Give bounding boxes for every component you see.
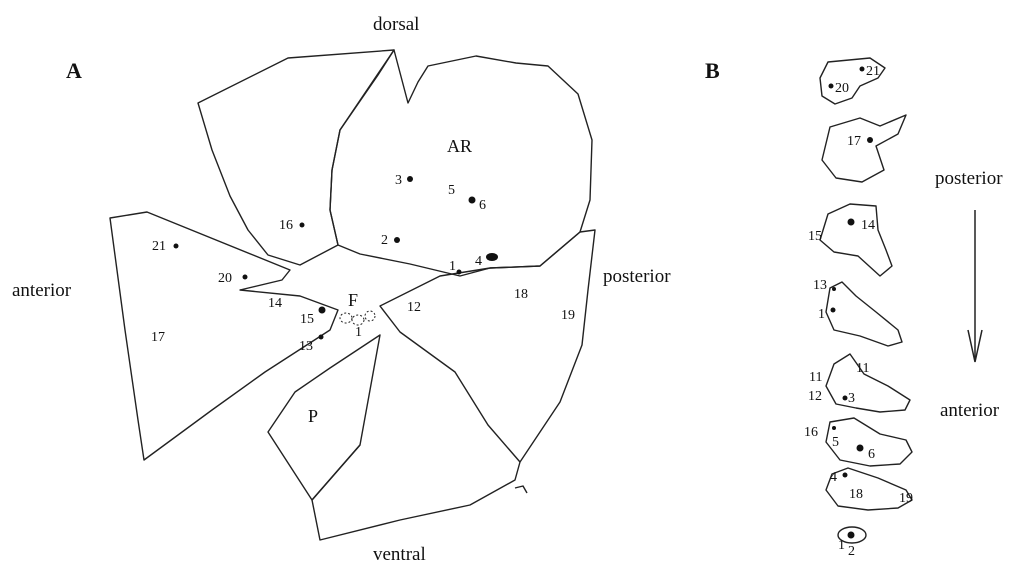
site-marker xyxy=(300,223,305,228)
site-marker xyxy=(843,473,848,478)
site-label: 4 xyxy=(830,470,837,485)
site-label: 13 xyxy=(299,339,313,354)
site-label: 3 xyxy=(848,391,855,406)
site-marker xyxy=(394,299,406,311)
site-marker xyxy=(872,489,884,501)
site-marker xyxy=(848,219,855,226)
site-marker xyxy=(458,188,470,200)
site-label: 19 xyxy=(561,308,575,323)
site-marker xyxy=(837,298,849,310)
site-label: 16 xyxy=(804,425,818,440)
site-label: 2 xyxy=(381,233,388,248)
site-label: 1 xyxy=(838,538,845,553)
site-label: 5 xyxy=(448,183,455,198)
site-label: 6 xyxy=(868,447,875,462)
site-label: 12 xyxy=(407,300,421,315)
ventral-base-outline xyxy=(312,445,520,540)
site-label: 21 xyxy=(152,239,166,254)
site-marker xyxy=(553,292,565,304)
site-marker xyxy=(848,532,855,539)
site-label: 17 xyxy=(847,134,861,149)
site-label: 4 xyxy=(475,254,482,269)
site-marker xyxy=(843,440,855,452)
site-label: 1 xyxy=(449,259,456,274)
panel-a-label: A xyxy=(66,58,82,83)
site-marker xyxy=(486,253,498,261)
site-marker xyxy=(857,445,864,452)
site-label: 11 xyxy=(809,370,822,385)
site-label: 20 xyxy=(835,81,849,96)
site-marker xyxy=(319,335,324,340)
anterior-label: anterior xyxy=(12,280,72,301)
section-outline xyxy=(820,204,892,276)
site-label: 20 xyxy=(218,271,232,286)
site-marker xyxy=(832,426,836,430)
site-marker xyxy=(174,244,179,249)
axis-anterior-label: anterior xyxy=(940,400,1000,421)
site-marker xyxy=(836,372,848,384)
site-label: 13 xyxy=(813,278,827,293)
site-label: 15 xyxy=(300,312,314,327)
site-marker xyxy=(843,396,848,401)
anterior-lobe-outline xyxy=(110,212,338,460)
dorsal-left-lobe-outline xyxy=(198,50,394,265)
region-p-label: P xyxy=(308,406,318,426)
site-marker xyxy=(832,287,836,291)
ventral-label: ventral xyxy=(373,544,426,565)
site-marker xyxy=(457,270,462,275)
site-label: 19 xyxy=(899,491,913,506)
site-label: 1 xyxy=(818,307,825,322)
site-marker xyxy=(886,490,898,502)
site-marker xyxy=(537,288,549,300)
site-label: 3 xyxy=(395,173,402,188)
site-marker xyxy=(173,319,185,331)
section-outline xyxy=(826,282,902,346)
site-marker xyxy=(469,197,476,204)
site-marker xyxy=(243,275,248,280)
site-label: 2 xyxy=(848,544,855,559)
site-label: 12 xyxy=(808,389,822,404)
site-label: 18 xyxy=(514,287,528,302)
site-marker xyxy=(319,307,326,314)
site-marker xyxy=(407,176,413,182)
site-label: 11 xyxy=(856,361,869,376)
site-label: 5 xyxy=(832,435,839,450)
site-label: 14 xyxy=(861,218,875,233)
site-label: 1 xyxy=(355,325,362,340)
site-marker xyxy=(831,385,843,397)
site-marker xyxy=(291,296,303,308)
posterior-label: posterior xyxy=(603,266,671,287)
section-outline xyxy=(822,115,906,182)
stray-mark xyxy=(515,486,527,493)
region-ar-label: AR xyxy=(447,136,472,156)
site-marker xyxy=(829,84,834,89)
site-marker xyxy=(394,237,400,243)
panel-b-label: B xyxy=(705,58,720,83)
ar-region-outline xyxy=(330,50,592,276)
site-label: 15 xyxy=(808,229,822,244)
site-label: 17 xyxy=(151,330,165,345)
site-marker xyxy=(867,137,873,143)
dorsal-label: dorsal xyxy=(373,14,419,35)
f-cluster-outline xyxy=(340,311,375,325)
site-label: 21 xyxy=(866,64,880,79)
region-f-label: F xyxy=(348,290,358,310)
site-marker xyxy=(832,230,844,242)
site-marker xyxy=(831,308,836,313)
site-marker xyxy=(860,67,865,72)
site-label: 6 xyxy=(479,198,486,213)
site-label: 14 xyxy=(268,296,282,311)
site-label: 18 xyxy=(849,487,863,502)
site-label: 16 xyxy=(279,218,293,233)
axis-posterior-label: posterior xyxy=(935,168,1003,189)
